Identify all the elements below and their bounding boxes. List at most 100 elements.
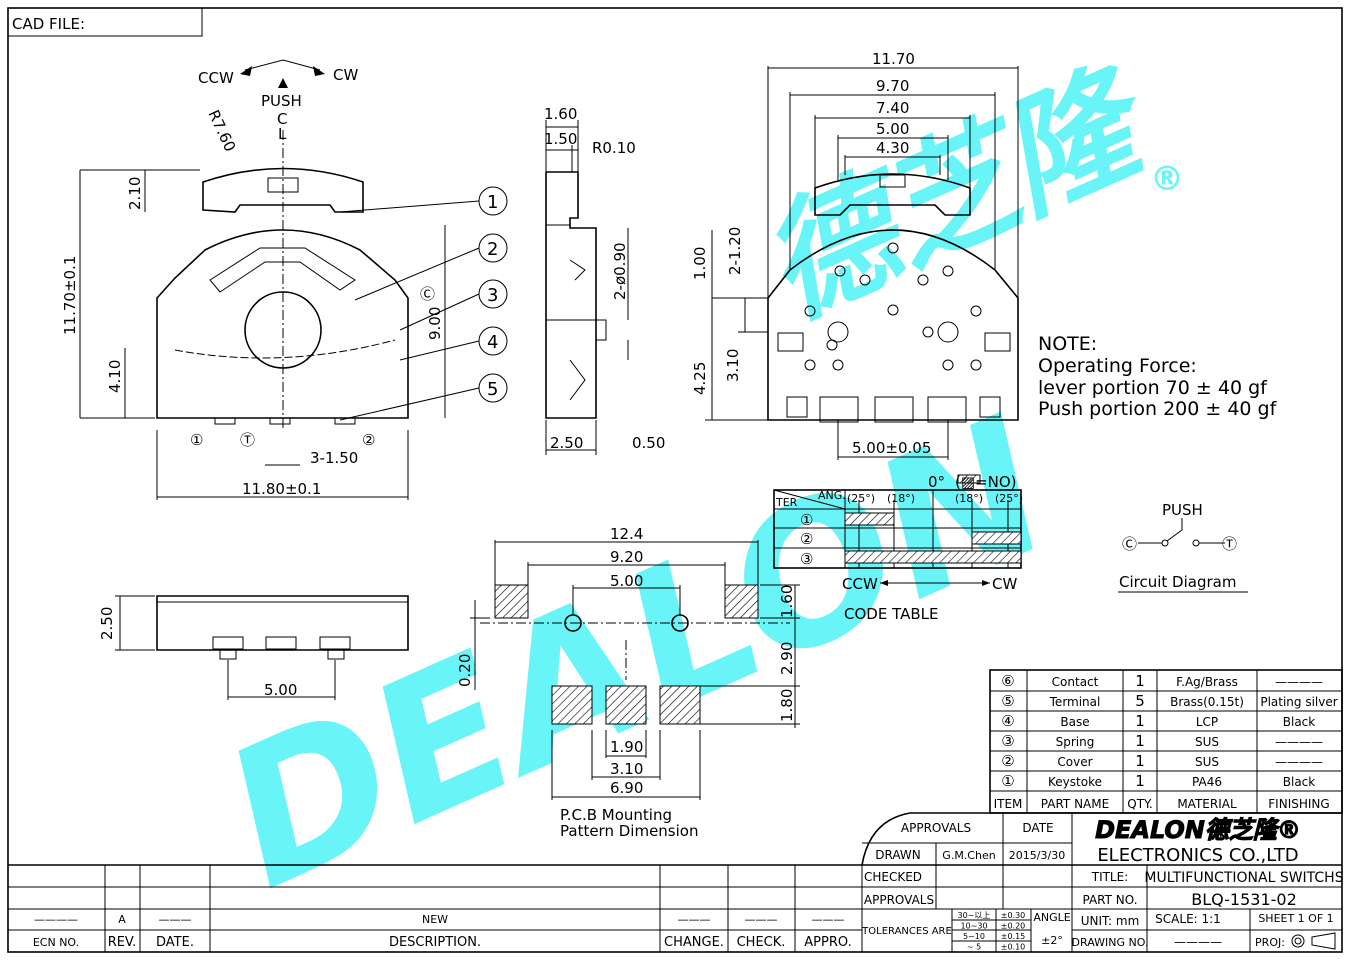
cad-file-label: CAD FILE: [12, 15, 85, 33]
terminal-2-label: ② [362, 431, 375, 449]
circuit-c: Ⓒ [1122, 535, 1137, 553]
terminal-t-label: Ⓣ [240, 431, 255, 449]
sheet-label: SHEET 1 OF 1 [1258, 912, 1333, 925]
pcb-dim-180: 1.80 [778, 689, 796, 722]
pcb-dim-310: 3.10 [610, 760, 643, 778]
bom-item: ③ [1001, 732, 1014, 750]
side-radius: R0.10 [592, 139, 636, 157]
bom-finish: ———— [1275, 735, 1323, 749]
revision-header: DESCRIPTION. [389, 935, 481, 950]
bom-finish: ———— [1275, 675, 1323, 689]
side-dim-050: 0.50 [632, 434, 665, 452]
revision-cell: ———— [34, 913, 78, 926]
svg-text:1: 1 [487, 192, 498, 213]
note-line1: Operating Force: [1038, 355, 1197, 377]
date-header: DATE [1022, 821, 1053, 835]
bom-material: F.Ag/Brass [1176, 675, 1238, 689]
bom-table [989, 669, 1343, 814]
right-dim-740: 7.40 [876, 99, 909, 117]
code-corner-ter: TER [775, 496, 798, 509]
dim-top: 2.10 [126, 177, 144, 210]
bom-material: SUS [1195, 755, 1219, 769]
cw-label: CW [333, 66, 358, 84]
right-dim-500: 5.00 [876, 120, 909, 138]
title-label: TITLE: [1091, 870, 1129, 884]
bom-material: SUS [1195, 735, 1219, 749]
drawn-date: 2015/3/30 [1009, 849, 1065, 862]
code-row-3: ③ [800, 550, 813, 568]
revision-header: ECN NO. [33, 936, 79, 949]
right-dim-bottom: 5.00±0.05 [852, 439, 931, 457]
right-dim-1170: 11.70 [872, 50, 915, 68]
note-title: NOTE: [1038, 333, 1097, 355]
note-line3: Push portion 200 ± 40 gf [1038, 398, 1278, 420]
svg-text:5: 5 [487, 379, 498, 400]
ccw-label: CCW [198, 69, 234, 87]
drawing-number: ———— [1174, 935, 1222, 949]
bom-header: PART NAME [1041, 797, 1109, 811]
terminal-1-label: ① [190, 431, 203, 449]
bom-qty: 1 [1135, 772, 1145, 790]
code-legend: (▨=NO) [955, 473, 1016, 491]
right-view [705, 66, 1019, 460]
push-label: PUSH [261, 92, 302, 110]
code-corner-ang: ANG. [818, 489, 846, 502]
terminal-c-label: Ⓒ [420, 285, 435, 303]
right-dim-2-120: 2-1.20 [726, 227, 744, 275]
drawn-by: G.M.Chen [942, 849, 995, 862]
right-dim-430: 4.30 [876, 139, 909, 157]
bottom-dim-height: 2.50 [98, 607, 116, 640]
dim-lower: 4.10 [106, 360, 124, 393]
drawing-no-label: DRAWING NO. [1072, 936, 1149, 949]
bom-name: Cover [1057, 755, 1092, 769]
company-name: ELECTRONICS CO.,LTD [1097, 845, 1298, 866]
bom-header: MATERIAL [1177, 797, 1237, 811]
unit-label: UNIT: mm [1081, 914, 1140, 928]
title-block [8, 812, 1342, 952]
dim-height: 11.70±0.1 [61, 256, 79, 335]
tolerance-value: ±0.20 [1001, 922, 1026, 931]
tolerance-range: 10~30 [960, 922, 987, 931]
bottom-view [115, 595, 409, 700]
right-dim-100: 1.00 [691, 247, 709, 280]
code-angle-1: (25°) [847, 492, 875, 505]
right-dim-970: 9.70 [876, 77, 909, 95]
approvals-label: APPROVALS [864, 893, 934, 907]
tolerance-range: 5~10 [963, 932, 985, 941]
note-line2: lever portion 70 ± 40 gf [1038, 377, 1268, 399]
revision-cell: ——— [678, 913, 711, 926]
bom-finish: Plating silver [1260, 695, 1337, 709]
projection-label: PROJ: [1255, 936, 1285, 949]
code-ccw: CCW [842, 575, 878, 593]
pcb-dim-124: 12.4 [610, 525, 643, 543]
pcb-dim-690: 6.90 [610, 779, 643, 797]
code-zero: 0° [928, 473, 945, 491]
revision-header: REV. [108, 935, 137, 950]
bom-item: ① [1001, 772, 1014, 790]
bom-name: Base [1060, 715, 1089, 729]
pcb-title-1: P.C.B Mounting [560, 806, 672, 824]
revision-header: DATE. [156, 935, 194, 950]
pcb-dim-020: 0.20 [456, 654, 474, 687]
revision-header: APPRO. [804, 935, 851, 950]
circuit-t: Ⓣ [1222, 535, 1237, 553]
tolerance-value: ±0.10 [1001, 943, 1026, 952]
radius-dim: R7.60 [204, 107, 239, 154]
bom-qty: 5 [1135, 692, 1145, 710]
side-dim-150: 1.50 [544, 130, 577, 148]
svg-text:4: 4 [487, 332, 498, 353]
pcb-dim-290: 2.90 [778, 642, 796, 675]
checked-label: CHECKED [864, 870, 922, 884]
bom-name: Contact [1052, 675, 1099, 689]
bom-header: FINISHING [1268, 797, 1329, 811]
pcb-dim-500: 5.00 [610, 572, 643, 590]
svg-text:3: 3 [487, 285, 498, 306]
pcb-dim-160: 1.60 [778, 585, 796, 618]
code-table [773, 474, 1022, 586]
bom-item: ② [1001, 752, 1014, 770]
bom-header: QTY. [1127, 797, 1153, 811]
